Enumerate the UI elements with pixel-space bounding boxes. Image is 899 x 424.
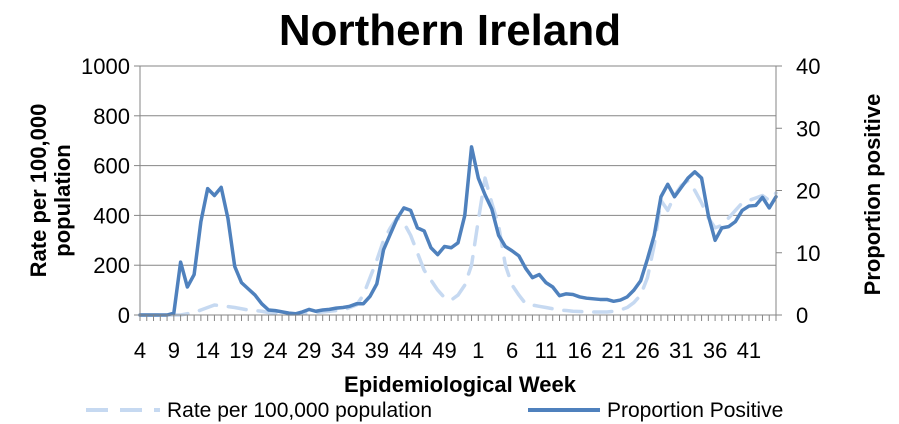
- y2-tick-label: 20: [796, 179, 820, 204]
- y-axis-title: Rate per 100,000population: [26, 104, 75, 278]
- x-tick-label: 1: [472, 338, 484, 363]
- x-tick-label: 41: [737, 338, 761, 363]
- legend: Rate per 100,000 population Proportion P…: [86, 399, 783, 422]
- series-lines: [138, 145, 778, 317]
- legend-label-proportion: Proportion Positive: [607, 399, 783, 422]
- x-tick-label: 29: [297, 338, 321, 363]
- axes: [134, 65, 782, 321]
- grid-lines: [140, 65, 776, 266]
- y2-tick-label: 40: [796, 54, 820, 79]
- x-tick-label: 39: [365, 338, 389, 363]
- x-tick-label: 16: [568, 338, 592, 363]
- x-tick-label: 19: [229, 338, 253, 363]
- x-tick-label: 44: [398, 338, 422, 363]
- x-tick-label: 21: [601, 338, 625, 363]
- y-tick-label: 0: [118, 303, 130, 328]
- y-tick-label: 600: [93, 154, 130, 179]
- x-tick-label: 31: [669, 338, 693, 363]
- x-tick-label: 4: [134, 338, 146, 363]
- x-tick-label: 26: [635, 338, 659, 363]
- y2-tick-label: 10: [796, 241, 820, 266]
- x-tick-label: 14: [195, 338, 219, 363]
- x-tick-label: 9: [168, 338, 180, 363]
- x-tick-label: 49: [432, 338, 456, 363]
- x-tick-label: 36: [703, 338, 727, 363]
- legend-label-rate: Rate per 100,000 population: [167, 399, 432, 422]
- y-tick-label: 800: [93, 104, 130, 129]
- x-axis-title: Epidemiological Week: [344, 372, 577, 397]
- y-tick-label: 1000: [81, 54, 130, 79]
- y2-tick-label: 30: [796, 116, 820, 141]
- x-tick-label: 6: [506, 338, 518, 363]
- y2-tick-label: 0: [796, 303, 808, 328]
- x-tick-label: 24: [263, 338, 287, 363]
- series-line-rate: [138, 176, 778, 317]
- y-tick-label: 400: [93, 203, 130, 228]
- chart-title: Northern Ireland: [279, 6, 621, 55]
- y-tick-label: 200: [93, 253, 130, 278]
- x-tick-label: 34: [331, 338, 355, 363]
- x-tick-label: 11: [535, 338, 558, 363]
- y2-axis-title: Proportion positive: [860, 94, 885, 296]
- series-line-proportion: [138, 145, 778, 317]
